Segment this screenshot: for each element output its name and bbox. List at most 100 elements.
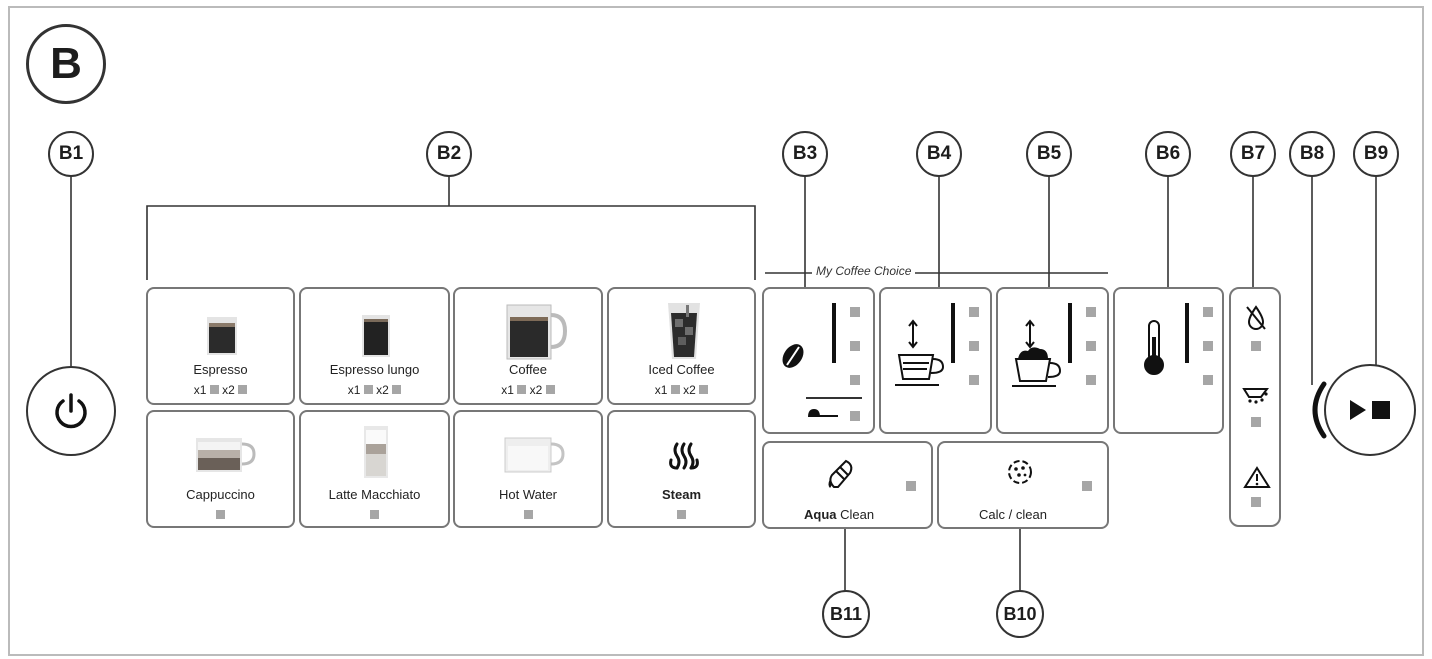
- callout-b1: B1: [48, 131, 94, 177]
- latte-macchiato-qty: [301, 507, 448, 521]
- hot-water-button[interactable]: Hot Water: [453, 410, 603, 528]
- latte-macchiato-button[interactable]: Latte Macchiato: [299, 410, 450, 528]
- callout-b11: B11: [822, 590, 870, 638]
- strength-indicator-2: [850, 341, 860, 351]
- milk-indicator-1: [1086, 307, 1096, 317]
- power-button[interactable]: [26, 366, 116, 456]
- coffee-strength-button[interactable]: [762, 287, 875, 434]
- strength-indicator-3: [850, 375, 860, 385]
- iced-coffee-qty: x1 x2: [609, 382, 754, 397]
- coffee-grounds-icon: [1242, 388, 1269, 404]
- latte-glass-icon: [364, 426, 388, 478]
- aqua-clean-button[interactable]: Aqua Clean: [762, 441, 933, 529]
- my-coffee-choice-label: My Coffee Choice: [812, 264, 916, 278]
- coffee-label: Coffee: [508, 362, 548, 377]
- latte-macchiato-indicator: [370, 510, 379, 520]
- power-icon: [55, 393, 87, 429]
- coffee-x1-indicator: [517, 385, 527, 395]
- iced-coffee-button[interactable]: Iced Coffee x1 x2: [607, 287, 756, 405]
- temperature-indicator-2: [1203, 341, 1213, 351]
- milk-indicator-2: [1086, 341, 1096, 351]
- temperature-level-bar: [1185, 303, 1189, 363]
- volume-level-bar: [951, 303, 955, 363]
- iced-coffee-x2-indicator: [699, 385, 709, 395]
- coffee-button[interactable]: Coffee x1 x2: [453, 287, 603, 405]
- coffee-bean-icon: [782, 344, 804, 368]
- espresso-x2-indicator: [238, 385, 248, 395]
- thermometer-icon: [1144, 320, 1164, 375]
- ground-coffee-scoop-icon: [808, 409, 838, 417]
- volume-indicator-3: [969, 375, 979, 385]
- calc-clean-label: Calc / clean: [979, 507, 1047, 522]
- espresso-button[interactable]: Espresso x1 x2: [146, 287, 295, 405]
- temperature-indicator-1: [1203, 307, 1213, 317]
- espresso-x1-indicator: [209, 385, 219, 395]
- grounds-indicator: [1251, 417, 1261, 427]
- callout-b4: B4: [916, 131, 962, 177]
- iced-coffee-glass-icon: [668, 303, 700, 359]
- milk-level-bar: [1068, 303, 1072, 363]
- espresso-lungo-label: Espresso lungo: [329, 362, 420, 377]
- callout-b2: B2: [426, 131, 472, 177]
- calc-clean-button[interactable]: Calc / clean: [937, 441, 1109, 529]
- volume-indicator-2: [969, 341, 979, 351]
- warning-indicator: [1251, 497, 1261, 507]
- milk-volume-icon: [1012, 319, 1062, 387]
- milk-indicator-3: [1086, 375, 1096, 385]
- strength-indicator-1: [850, 307, 860, 317]
- cappuccino-label: Cappuccino: [186, 487, 255, 502]
- no-water-icon: [1246, 305, 1266, 330]
- cappuccino-button[interactable]: Cappuccino: [146, 410, 295, 528]
- lungo-glass-icon: [362, 315, 390, 357]
- cappuccino-cup-icon: [196, 438, 256, 472]
- steam-button[interactable]: Steam: [607, 410, 756, 528]
- iced-coffee-label: Iced Coffee: [648, 362, 715, 377]
- espresso-lungo-x2-label: x2: [376, 382, 389, 397]
- espresso-x2-label: x2: [222, 382, 235, 397]
- aqua-clean-filter-icon: [828, 459, 853, 488]
- espresso-qty: x1 x2: [148, 382, 293, 397]
- coffee-mug-icon: [506, 304, 567, 360]
- espresso-lungo-x1-indicator: [363, 385, 373, 395]
- coffee-volume-button[interactable]: [879, 287, 992, 434]
- aqua-clean-label-bold: Aqua: [804, 507, 837, 522]
- strength-divider: [806, 397, 862, 399]
- callout-b10: B10: [996, 590, 1044, 638]
- aqua-clean-label: Aqua Clean: [804, 507, 874, 522]
- start-stop-button[interactable]: [1324, 364, 1416, 456]
- callout-b7: B7: [1230, 131, 1276, 177]
- ground-coffee-indicator: [850, 411, 860, 421]
- play-stop-icon: [1350, 400, 1390, 420]
- hot-water-indicator: [523, 510, 533, 520]
- coffee-x1-label: x1: [501, 382, 514, 397]
- callout-b9: B9: [1353, 131, 1399, 177]
- panel-letter: B: [26, 24, 106, 104]
- callout-b5: B5: [1026, 131, 1072, 177]
- iced-coffee-x1-label: x1: [654, 382, 668, 397]
- espresso-glass-icon: [207, 317, 237, 355]
- cappuccino-qty: [148, 507, 293, 521]
- aqua-clean-label-rest: Clean: [836, 507, 875, 522]
- cup-volume-icon: [895, 319, 945, 386]
- temperature-button[interactable]: [1113, 287, 1224, 434]
- espresso-label: Espresso: [193, 362, 248, 377]
- espresso-x1-label: x1: [193, 382, 207, 397]
- espresso-lungo-qty: x1 x2: [301, 382, 448, 397]
- cappuccino-indicator: [216, 510, 225, 520]
- no-water-indicator: [1251, 341, 1261, 351]
- espresso-lungo-button[interactable]: Espresso lungo x1 x2: [299, 287, 450, 405]
- steam-icon: [669, 442, 699, 470]
- steam-label: Steam: [661, 487, 702, 502]
- steam-indicator: [677, 510, 686, 520]
- callout-b6: B6: [1145, 131, 1191, 177]
- coffee-qty: x1 x2: [455, 382, 601, 397]
- calc-clean-icon: [1008, 460, 1032, 484]
- latte-macchiato-label: Latte Macchiato: [328, 487, 421, 502]
- milk-volume-button[interactable]: [996, 287, 1109, 434]
- espresso-lungo-x1-label: x1: [347, 382, 361, 397]
- iced-coffee-x2-label: x2: [683, 382, 696, 397]
- aqua-clean-indicator: [906, 481, 916, 491]
- alert-indicator-panel: [1229, 287, 1281, 527]
- hot-water-cup-icon: [504, 437, 565, 473]
- strength-level-bar: [832, 303, 836, 363]
